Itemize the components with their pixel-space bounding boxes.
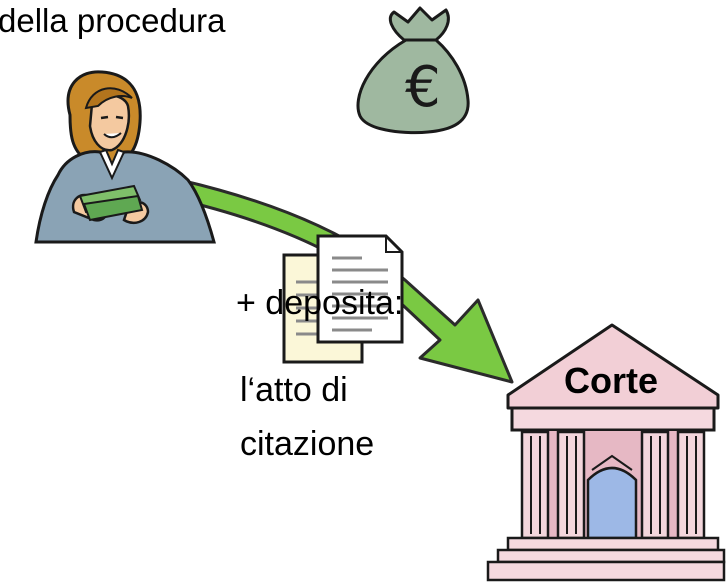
woman-with-money-icon [34,70,216,244]
money-bag-icon [356,6,470,135]
euro-symbol: € [405,55,441,120]
documents-icon [282,234,404,364]
deposit-label: + deposita: [236,284,404,322]
document-caption-line1: l‘atto di [240,371,348,409]
transfer-arrow [170,178,514,384]
heading-text: della procedura [0,2,226,39]
court-label: Corte [563,360,658,401]
document-caption-line2: citazione [240,425,375,463]
courthouse-icon [486,323,726,582]
